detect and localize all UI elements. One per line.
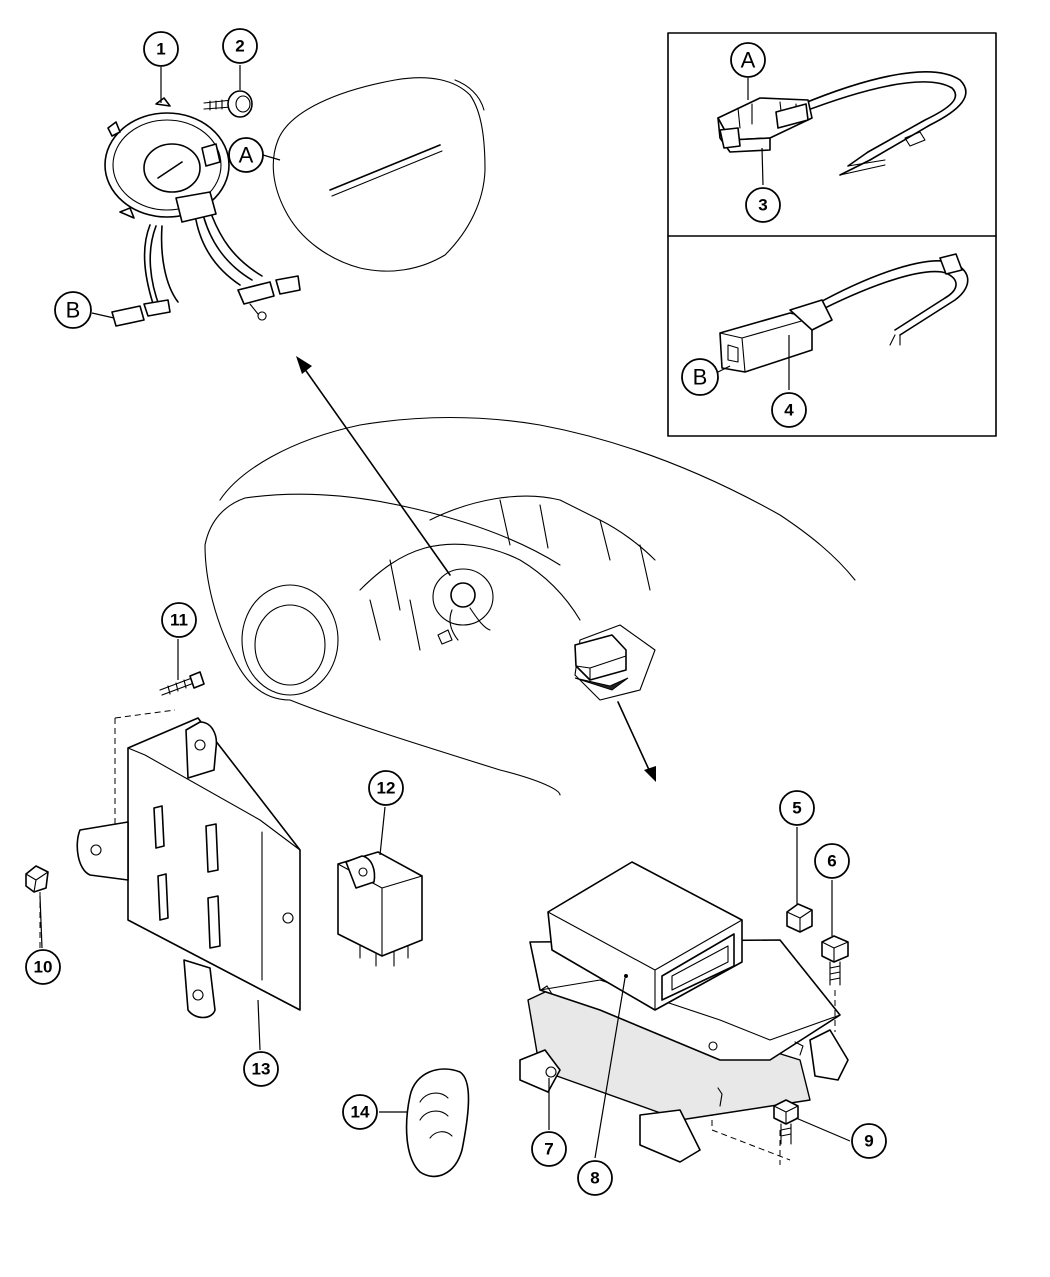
callout-5: 5 [779,790,815,826]
callout-8-label: 8 [590,1169,599,1188]
callout-9-label: 9 [864,1132,873,1151]
callout-3-label: 3 [758,196,767,215]
callout-3: 3 [745,187,781,223]
connector-a-part-3 [717,71,967,176]
callout-2-label: 2 [235,37,244,56]
callout-9: 9 [851,1123,887,1159]
callout-4: 4 [771,392,807,428]
callout-1: 1 [143,31,179,67]
callout-6: 6 [814,843,850,879]
bracket-part-13 [76,709,301,1019]
callout-12: 12 [368,770,404,806]
reference-b-inset: B [681,358,719,396]
callout-14-label: 14 [351,1103,370,1122]
bolt-part-9 [773,1099,799,1145]
remote-part-14 [405,1068,470,1178]
clockspring-part-1 [104,97,301,327]
vehicle-outline [204,416,856,796]
reference-a-inset-label: A [741,48,756,73]
callout-13-label: 13 [252,1060,271,1079]
nut-part-5 [786,903,813,933]
callout-13: 13 [243,1051,279,1087]
airbag-module-outline [272,77,486,272]
callout-11-label: 11 [170,611,188,630]
reference-a-main-label: A [239,143,254,168]
callout-leaders [39,65,851,1159]
callout-10-label: 10 [34,958,53,977]
reference-b-main-label: B [66,298,81,323]
reference-a-main: A [228,137,264,173]
callout-8: 8 [577,1160,613,1196]
reference-a-inset: A [730,42,766,78]
screw-part-2 [203,90,253,118]
nut-part-10 [25,865,49,952]
callout-5-label: 5 [792,799,801,818]
callout-14: 14 [342,1094,378,1130]
reference-b-main: B [54,291,92,329]
connector-inset-frame [667,32,997,437]
callout-11: 11 [161,602,197,638]
connector-b-part-4 [719,253,969,373]
leader-arrows [296,356,656,782]
control-module-assembly [519,861,849,1165]
callout-1-label: 1 [156,40,165,59]
callout-7-label: 7 [544,1140,553,1159]
bolt-part-6 [821,935,849,1032]
reference-b-inset-label: B [693,365,708,390]
callout-12-label: 12 [377,779,396,798]
callout-7: 7 [531,1131,567,1167]
callout-6-label: 6 [827,852,836,871]
relay-part-12 [337,851,423,967]
screw-part-11 [159,671,205,696]
callout-2: 2 [222,28,258,64]
callout-4-label: 4 [784,401,794,420]
callout-10: 10 [25,949,61,985]
